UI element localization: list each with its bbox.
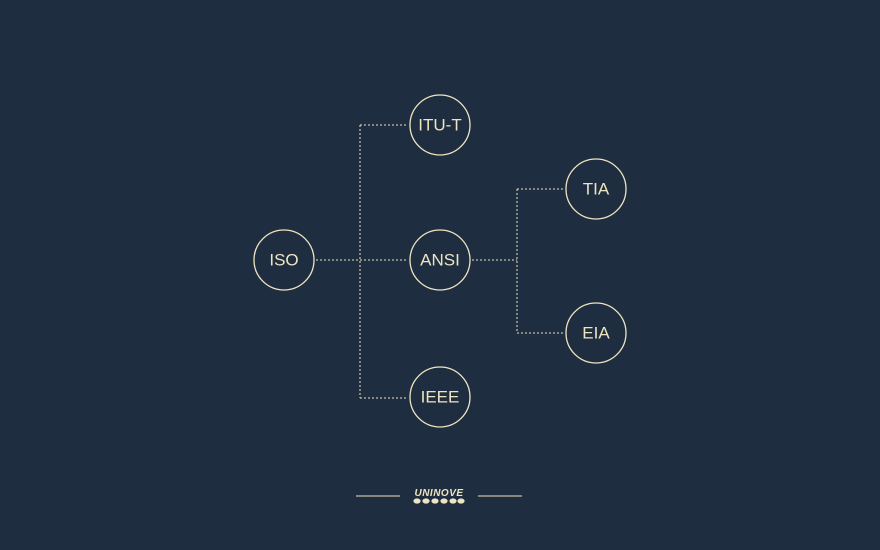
node-eia-label: EIA xyxy=(582,324,610,343)
logo-dot xyxy=(431,498,439,504)
node-ansi-label: ANSI xyxy=(420,251,460,270)
node-tia: TIA xyxy=(565,158,627,220)
logo-dots xyxy=(413,498,465,504)
node-iso-circle xyxy=(253,229,315,291)
node-tia-circle xyxy=(565,158,627,220)
node-iso-label: ISO xyxy=(269,251,298,270)
logo-wordmark: UNINOVE xyxy=(414,488,463,499)
footer-logo: UNINOVE xyxy=(356,488,522,504)
node-tia-label: TIA xyxy=(583,180,610,199)
node-ansi: ANSI xyxy=(409,229,471,291)
node-itu-t-label: ITU-T xyxy=(418,116,461,135)
node-ieee-circle xyxy=(409,366,471,428)
logo-dot xyxy=(457,498,465,504)
node-ieee: IEEE xyxy=(409,366,471,428)
ansi-connectors xyxy=(472,188,564,334)
node-eia: EIA xyxy=(565,302,627,364)
node-iso: ISO xyxy=(253,229,315,291)
iso-connectors xyxy=(316,124,408,399)
logo-dot xyxy=(413,498,421,504)
logo-dot xyxy=(449,498,457,504)
node-ieee-label: IEEE xyxy=(421,388,460,407)
logo-dot xyxy=(422,498,430,504)
logo-dot xyxy=(440,498,448,504)
node-eia-circle xyxy=(565,302,627,364)
node-itu-t-circle xyxy=(409,94,471,156)
node-ansi-circle xyxy=(409,229,471,291)
node-itu-t: ITU-T xyxy=(409,94,471,156)
